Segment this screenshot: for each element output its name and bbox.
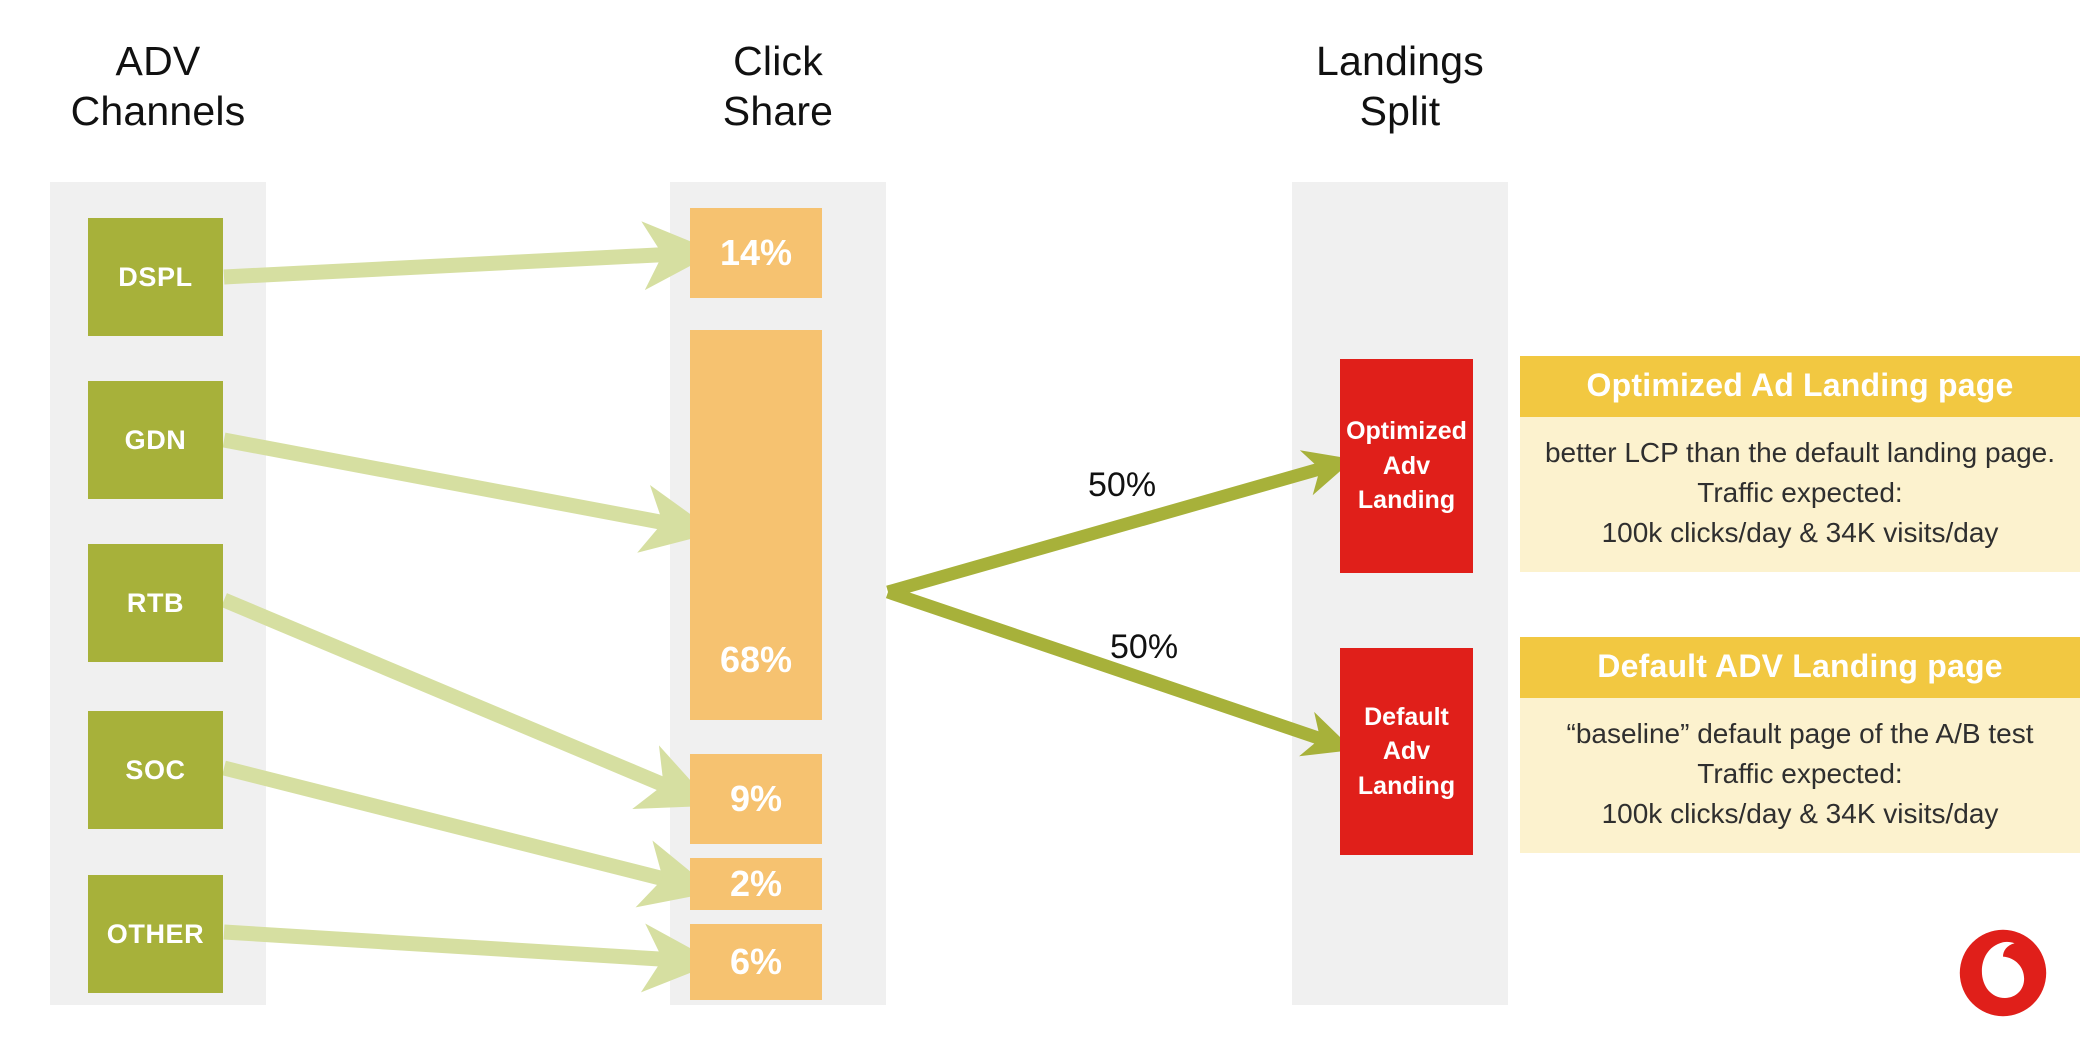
column-header-line1: Click <box>733 38 823 84</box>
split-label-optimized: 50% <box>1088 466 1156 505</box>
click-share-label: 14% <box>719 232 793 273</box>
adv-channel-box-other[interactable]: OTHER <box>88 875 223 993</box>
landing-box-line2: Adv <box>1382 737 1431 766</box>
info-card-line: Traffic expected: <box>1697 757 1903 789</box>
click-share-bar-2[interactable]: 2% <box>690 858 822 910</box>
info-card-title: Default ADV Landing page <box>1520 637 2080 698</box>
info-card-title: Optimized Ad Landing page <box>1520 356 2080 417</box>
landing-box-line2: Adv <box>1382 451 1431 480</box>
column-header-landings-split: Landings Split <box>1252 36 1548 136</box>
vodafone-logo-icon <box>1959 929 2047 1017</box>
flow-arrow-other-to-6 <box>223 923 717 993</box>
column-header-adv-channels: ADV Channels <box>10 36 306 136</box>
split-arrow-default <box>885 585 1354 757</box>
landing-box-default-adv-landing[interactable]: Default Adv Landing <box>1340 648 1473 855</box>
split-label-default: 50% <box>1110 628 1178 667</box>
info-card-optimized-ad-landing-page: Optimized Ad Landing page better LCP tha… <box>1520 356 2080 573</box>
click-share-bar-9[interactable]: 9% <box>690 754 822 844</box>
split-label-value: 50% <box>1110 628 1179 666</box>
flow-arrow-soc-to-2 <box>222 760 716 908</box>
landing-box-line1: Default <box>1364 702 1449 731</box>
click-share-bar-6[interactable]: 6% <box>690 924 822 1000</box>
click-share-label: 68% <box>719 639 793 680</box>
column-header-line2: Channels <box>70 88 246 135</box>
info-card-body: “baseline” default page of the A/B test … <box>1520 698 2080 854</box>
adv-channel-box-rtb[interactable]: RTB <box>88 544 223 662</box>
adv-channel-label: DSPL <box>118 261 193 292</box>
split-label-value: 50% <box>1088 466 1157 504</box>
column-header-line1: Landings <box>1315 38 1485 84</box>
column-header-click-share: Click Share <box>630 36 926 136</box>
landing-box-line3: Landing <box>1357 771 1456 800</box>
landing-box-line3: Landing <box>1357 486 1456 515</box>
adv-channel-label: GDN <box>124 424 187 455</box>
landings-split-column-background <box>1292 182 1508 1005</box>
info-card-body: better LCP than the default landing page… <box>1520 417 2080 573</box>
adv-channel-label: RTB <box>126 587 185 618</box>
info-card-default-adv-landing-page: Default ADV Landing page “baseline” defa… <box>1520 637 2080 854</box>
click-share-label: 2% <box>729 863 783 904</box>
vodafone-logo <box>1955 925 2051 1021</box>
click-share-bar-14[interactable]: 14% <box>690 208 822 298</box>
info-card-line: 100k clicks/day & 34K visits/day <box>1601 516 1999 548</box>
adv-channel-box-gdn[interactable]: GDN <box>88 381 223 499</box>
flow-arrow-rtb-to-9 <box>221 593 714 810</box>
click-share-label: 9% <box>729 778 783 819</box>
landing-box-line1: Optimized <box>1346 417 1467 446</box>
adv-channel-box-dspl[interactable]: DSPL <box>88 218 223 336</box>
adv-channel-box-soc[interactable]: SOC <box>88 711 223 829</box>
flow-arrow-gdn-to-68 <box>222 432 716 553</box>
column-header-line1: ADV <box>115 38 201 84</box>
column-header-line2: Share <box>722 88 834 135</box>
info-card-line: 100k clicks/day & 34K visits/day <box>1601 797 1999 829</box>
info-card-line: better LCP than the default landing page… <box>1544 437 2056 468</box>
landing-box-optimized-adv-landing[interactable]: Optimized Adv Landing <box>1340 359 1473 573</box>
flow-arrow-dspl-to-14 <box>223 221 717 291</box>
click-share-label: 6% <box>729 941 783 982</box>
info-card-line: “baseline” default page of the A/B test <box>1566 718 2034 749</box>
adv-channel-label: OTHER <box>106 918 205 949</box>
column-header-line2: Split <box>1359 88 1441 135</box>
click-share-bar-68[interactable]: 68% <box>690 330 822 720</box>
adv-channel-label: SOC <box>125 754 186 785</box>
info-card-line: Traffic expected: <box>1697 476 1903 508</box>
